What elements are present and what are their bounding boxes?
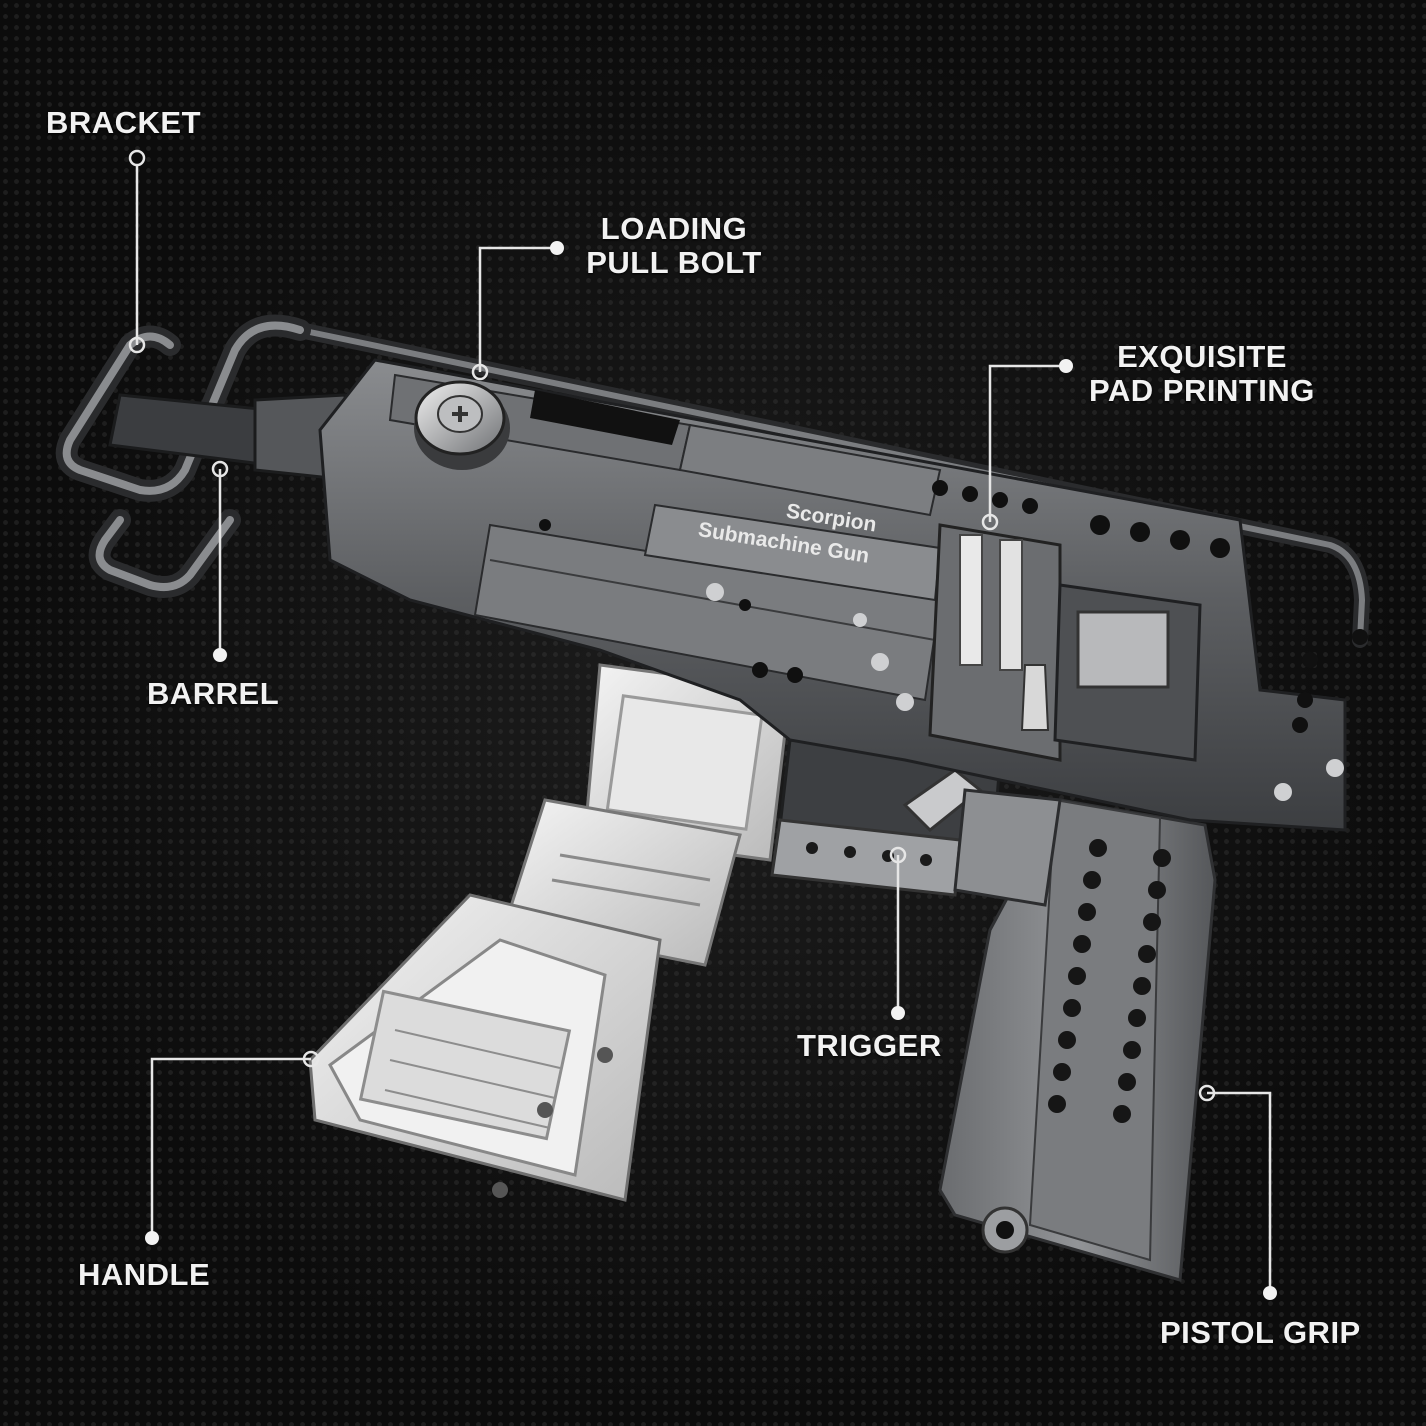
callout-ring-handle: [302, 1050, 320, 1068]
callout-line-pistol: [1207, 1091, 1272, 1293]
callout-ring-bracket: [128, 149, 146, 167]
trigger-assembly: [770, 738, 1062, 907]
label-pistol-grip: PISTOL GRIP: [1160, 1315, 1361, 1350]
label-trigger: TRIGGER: [797, 1028, 942, 1063]
callout-ring-pistol: [1198, 1084, 1216, 1102]
callout-ring-pad: [981, 513, 999, 531]
callout-dot-handle: [145, 1231, 159, 1245]
callout-lines: [135, 158, 1272, 1293]
callout-line-pad: [988, 364, 1066, 522]
callout-dot-loading: [550, 241, 564, 255]
label-pad-printing: EXQUISITE PAD PRINTING: [1074, 340, 1330, 408]
barrel-shape: [108, 393, 352, 482]
label-handle: HANDLE: [78, 1257, 211, 1292]
callout-dot-barrel: [213, 648, 227, 662]
pull-bolt-knob: [414, 380, 510, 470]
handle-magazine: [308, 663, 792, 1202]
label-pad-line1: EXQUISITE: [1117, 339, 1287, 374]
pistol-grip-shape: [938, 798, 1217, 1282]
callout-ring-trigger: [889, 846, 907, 864]
callout-dots: [128, 149, 1277, 1300]
callout-line-loading: [478, 246, 557, 372]
receiver-body: [318, 358, 1368, 832]
callout-ring-loading: [471, 363, 489, 381]
callout-line-handle: [150, 1057, 311, 1238]
callout-dot-trigger: [891, 1006, 905, 1020]
label-loading-line1: LOADING: [600, 211, 748, 246]
label-loading-line2: PULL BOLT: [586, 245, 762, 280]
label-barrel: BARREL: [147, 676, 280, 711]
callout-dot-pad: [1059, 359, 1073, 373]
callout-ring-barrel: [211, 460, 229, 478]
callout-dot-pistol: [1263, 1286, 1277, 1300]
label-bracket: BRACKET: [46, 105, 202, 140]
label-pad-line2: PAD PRINTING: [1089, 373, 1315, 408]
label-loading-pull-bolt: LOADING PULL BOLT: [574, 212, 774, 280]
callout-ring-bracket-end: [128, 336, 146, 354]
